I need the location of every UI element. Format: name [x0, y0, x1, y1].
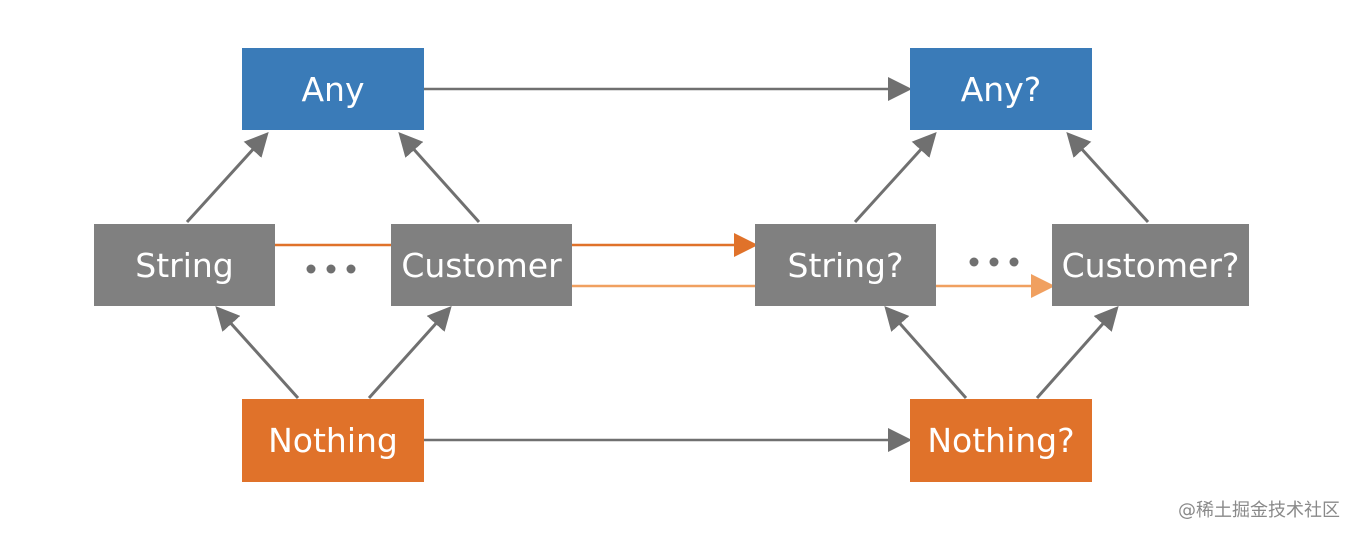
- node-string-label: String: [135, 245, 234, 285]
- node-string-nullable: String?: [755, 224, 936, 306]
- ellipsis-left: [306, 264, 356, 274]
- node-customer-label: Customer: [401, 245, 562, 285]
- ellipsis-right: [969, 257, 1019, 267]
- node-nothing-label: Nothing: [268, 421, 398, 460]
- node-customer-nullable-label: Customer?: [1061, 245, 1240, 285]
- node-any-nullable: Any?: [910, 48, 1092, 130]
- arrow-string-to-any: [185, 132, 269, 224]
- arrow-nothing-nullable-to-string-nullable: [884, 306, 968, 399]
- node-any-label: Any: [301, 69, 365, 109]
- watermark: @稀土掘金技术社区: [1178, 500, 1340, 521]
- node-nothing-nullable-label: Nothing?: [927, 421, 1075, 460]
- arrow-customer-to-any: [398, 132, 481, 224]
- node-nothing-nullable: Nothing?: [910, 399, 1092, 482]
- arrow-nothing-nullable-to-customer-nullable: [1035, 306, 1119, 399]
- arrow-nothing-to-customer: [367, 306, 452, 400]
- arrow-nothing-to-string: [215, 306, 300, 400]
- arrow-customer-nullable-to-any-nullable: [1066, 132, 1150, 224]
- arrow-string-nullable-to-any-nullable: [853, 132, 937, 224]
- node-any: Any: [242, 48, 424, 130]
- node-customer: Customer: [391, 224, 572, 306]
- node-string-nullable-label: String?: [787, 245, 904, 285]
- node-any-nullable-label: Any?: [960, 69, 1042, 109]
- node-string: String: [94, 224, 275, 306]
- node-customer-nullable: Customer?: [1052, 224, 1249, 306]
- node-nothing: Nothing: [242, 399, 424, 482]
